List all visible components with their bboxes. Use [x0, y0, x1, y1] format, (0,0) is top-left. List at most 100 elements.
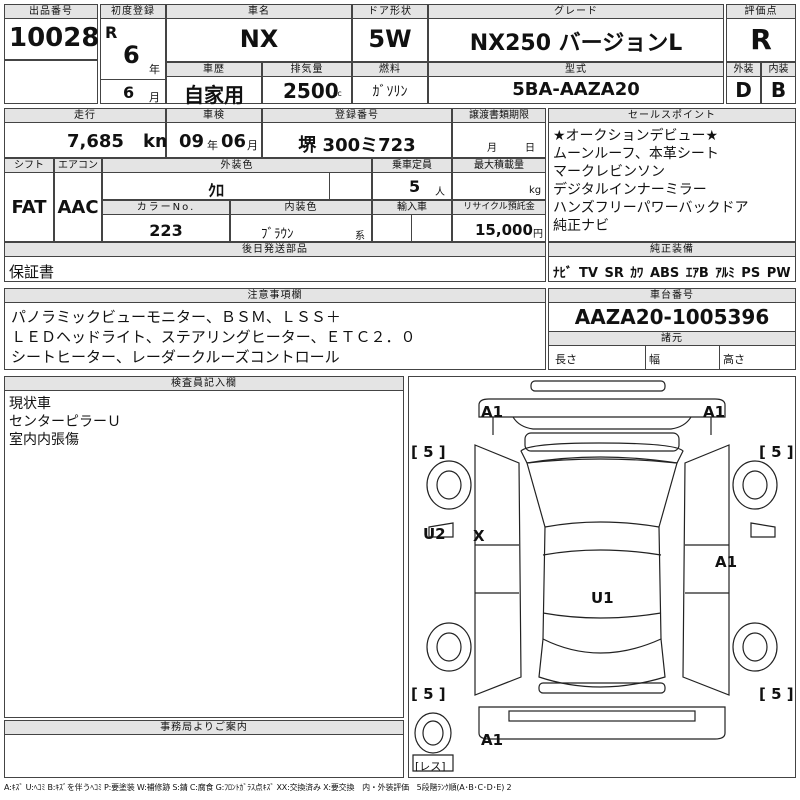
door-box: ドア形状 5W: [352, 4, 428, 62]
score-label: 評価点: [727, 5, 795, 19]
fuel-box: 燃料 ｶﾞｿﾘﾝ: [352, 62, 428, 104]
damage-mark: A1: [703, 403, 725, 421]
year-unit: 年: [149, 63, 160, 76]
inspection-label: 車検: [167, 109, 261, 123]
mileage: 7,685: [67, 131, 124, 152]
damage-mark: [ 5 ]: [759, 443, 794, 461]
sales-points-label: セールスポイント: [549, 109, 795, 123]
fuel: ｶﾞｿﾘﾝ: [372, 84, 408, 100]
model-box: 型式 5BA-AAZA20: [428, 62, 724, 104]
month-unit: 月: [149, 91, 160, 104]
transfer-day-unit: 日: [525, 143, 535, 154]
recycle-unit: 円: [533, 229, 543, 240]
max-load-box: 最大積載量 kg: [452, 158, 546, 200]
shift-label: シフト: [5, 159, 53, 173]
lot-number: 10028: [9, 23, 100, 53]
shift: FAT: [11, 197, 47, 218]
exterior-box: 外装 D: [726, 62, 761, 104]
transfer-box: 譲渡書類期限 月 日: [452, 108, 546, 158]
interior-color-suffix: 系: [355, 231, 365, 242]
sales-point: デジタルインナーミラー: [553, 182, 707, 198]
transfer-month-unit: 月: [487, 143, 497, 154]
equipment-label: 純正装備: [549, 243, 795, 257]
mileage-box: 走行 7,685 km: [4, 108, 174, 158]
interior-score: B: [770, 78, 787, 102]
inspector-line: 現状車: [9, 396, 51, 412]
car-name-box: 車名 NX: [166, 4, 352, 62]
inspection-box: 車検 09 年 06 月: [166, 108, 262, 158]
equipment-box: 純正装備 ﾅﾋﾞ TV SR ｶﾜ ABS ｴｱB ｱﾙﾐ PS PW: [548, 242, 796, 282]
chassis-label: 車台番号: [549, 289, 795, 303]
width-label: 幅: [649, 353, 660, 366]
history-box: 車歴 自家用: [166, 62, 262, 107]
later-parts: 保証書: [9, 263, 55, 281]
first-registration-box: 初度登録 R 6 年 6 月: [100, 4, 166, 104]
transfer-label: 譲渡書類期限: [453, 109, 545, 123]
damage-mark: [レス]: [415, 760, 446, 773]
sales-points-list: ★オークションデビュー★ ムーンルーフ、本革シート マークレビンソン デジタルイ…: [553, 127, 748, 235]
interior-box: 内装 B: [761, 62, 796, 104]
history-label: 車歴: [167, 63, 261, 77]
height-label: 高さ: [723, 353, 745, 366]
notes-list: パノラミックビューモニター、ＢＳＭ、ＬＳＳ＋ ＬＥＤヘッドライト、ステアリングヒ…: [11, 307, 416, 367]
capacity: 5: [409, 177, 421, 196]
max-load-unit: kg: [529, 185, 542, 196]
lot-number-blank: [4, 60, 98, 104]
sales-point: ムーンルーフ、本革シート: [553, 146, 719, 162]
damage-mark: A1: [481, 731, 503, 749]
ext-color-label: 外装色: [103, 159, 371, 173]
car-name-label: 車名: [167, 5, 351, 19]
damage-mark: U1: [591, 589, 614, 607]
registration-label: 登録番号: [263, 109, 451, 123]
inspection-year-unit: 年: [207, 139, 218, 152]
equipment-item: ｱﾙﾐ: [715, 266, 735, 281]
door-type: 5W: [368, 25, 412, 53]
inspection-month-unit: 月: [247, 139, 258, 152]
capacity-unit: 人: [435, 187, 445, 198]
inspector-label: 検査員記入欄: [5, 377, 403, 391]
model-label: 型式: [429, 63, 723, 77]
interior-label: 内装: [762, 63, 795, 77]
recycle-label: リサイクル預託金: [453, 201, 545, 215]
ext-color-box: 外装色 ｸﾛ: [102, 158, 372, 200]
car-name: NX: [239, 25, 279, 53]
grade-label: グレード: [429, 5, 723, 19]
damage-mark: X: [473, 527, 485, 545]
damage-mark: [ 5 ]: [759, 685, 794, 703]
equipment-item: ｶﾜ: [630, 266, 644, 281]
color-no-label: カラーNo.: [103, 201, 229, 215]
score: R: [750, 23, 772, 56]
note-line: ＬＥＤヘッドライト、ステアリングヒーター、ＥＴＣ２．０: [11, 328, 416, 346]
inspector-box: 検査員記入欄 現状車 センターピラーＵ 室内内張傷: [4, 376, 404, 718]
equipment-item: SR: [604, 266, 624, 281]
chassis-number: AAZA20-1005396: [574, 305, 770, 329]
later-parts-label: 後日発送部品: [5, 243, 545, 257]
damage-mark: [ 5 ]: [411, 685, 446, 703]
car-diagram-box: A1 A1 [ 5 ] [ 5 ] U2 X A1 U1 [ 5 ] [ 5 ]…: [408, 376, 796, 778]
registration-number: 堺 300ミ723: [298, 135, 416, 156]
sales-points-box: セールスポイント ★オークションデビュー★ ムーンルーフ、本革シート マークレビ…: [548, 108, 796, 242]
reg-month: 6: [123, 83, 135, 102]
int-color-box: 内装色 ﾌﾞﾗｳﾝ 系: [230, 200, 372, 242]
equipment-item: PS: [741, 266, 761, 281]
car-diagram: A1 A1 [ 5 ] [ 5 ] U2 X A1 U1 [ 5 ] [ 5 ]…: [411, 380, 794, 773]
sales-point: マークレビンソン: [553, 164, 665, 180]
fuel-label: 燃料: [353, 63, 427, 77]
era: R: [105, 23, 118, 42]
inspector-line: センターピラーＵ: [9, 414, 121, 430]
color-no-box: カラーNo. 223: [102, 200, 230, 242]
damage-mark: U2: [423, 525, 446, 543]
history: 自家用: [184, 83, 244, 107]
recycle-fee: 15,000: [475, 221, 533, 239]
damage-mark: A1: [715, 553, 737, 571]
displacement: 2500: [283, 79, 339, 103]
color-number: 223: [149, 221, 183, 240]
inspection-year: 09: [179, 131, 205, 152]
exterior-score: D: [735, 78, 752, 102]
int-color-label: 内装色: [231, 201, 371, 215]
lot-number-box: 出品番号 10028: [4, 4, 100, 60]
notes-label: 注意事項欄: [5, 289, 545, 303]
equipment-item: TV: [579, 266, 598, 281]
capacity-label: 乗車定員: [373, 159, 451, 173]
chassis-box: 車台番号 AAZA20-1005396 諸元 長さ 幅 高さ: [548, 288, 796, 370]
